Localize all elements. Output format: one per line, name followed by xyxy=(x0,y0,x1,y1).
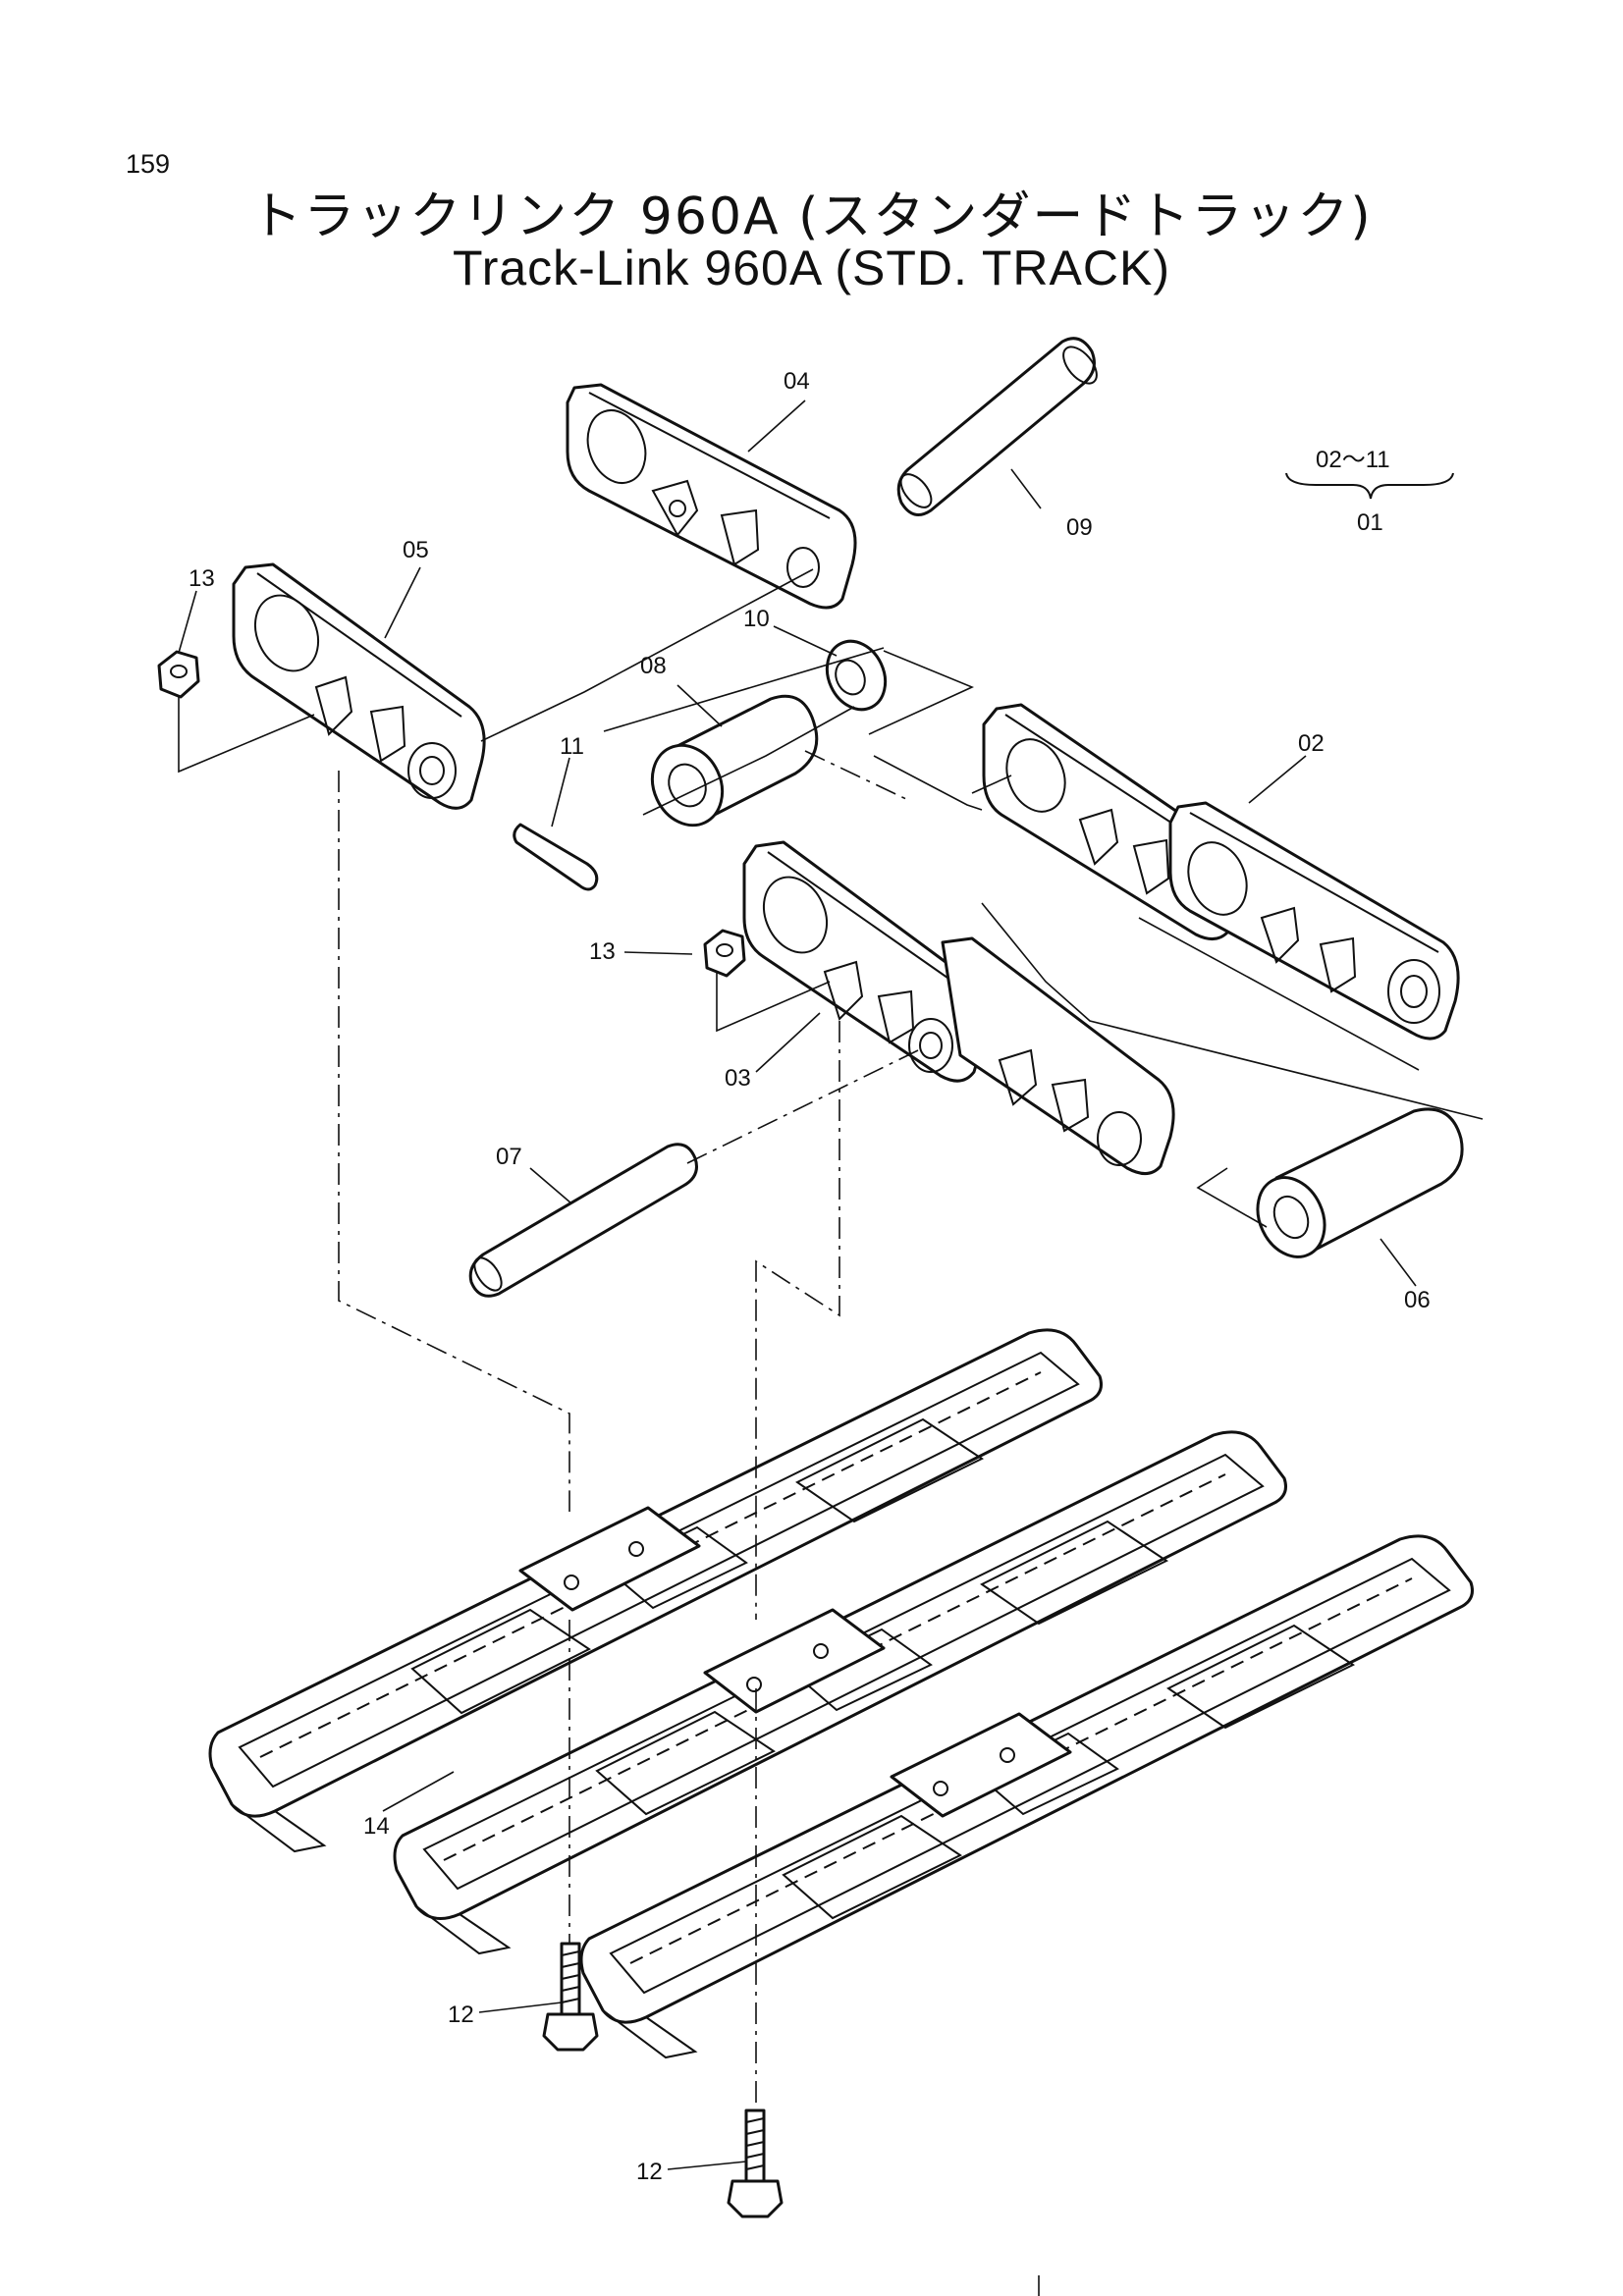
part-03-link xyxy=(742,840,1175,1175)
part-04-link xyxy=(566,383,857,610)
callout-04: 04 xyxy=(784,368,810,395)
callout-11: 11 xyxy=(560,733,584,760)
part-12-bolt-left xyxy=(542,1942,599,2052)
callout-14: 14 xyxy=(363,1813,390,1840)
part-14-track-shoes xyxy=(208,1328,1474,2059)
part-08-bushing xyxy=(650,694,819,828)
title-japanese: トラックリンク 960A (スタンダードトラック) xyxy=(250,187,1373,246)
part-06-bushing xyxy=(1256,1107,1464,1258)
part-12-bolt-right xyxy=(727,2109,784,2218)
part-13-nut-upper xyxy=(157,650,200,699)
part-11-cotter xyxy=(513,823,599,891)
callout-12-right: 12 xyxy=(636,2159,663,2185)
callout-08: 08 xyxy=(640,653,667,679)
callout-03: 03 xyxy=(725,1065,751,1092)
part-10-seal xyxy=(825,639,888,712)
callout-13-lower: 13 xyxy=(589,938,616,965)
assembly-lines xyxy=(178,568,1484,2110)
assembly-bracket: 02〜11 01 xyxy=(1285,447,1454,536)
part-13-nut-lower xyxy=(703,929,746,978)
part-02-link-assembly xyxy=(982,703,1460,1041)
part-09-pin xyxy=(896,337,1098,516)
callout-09: 09 xyxy=(1066,514,1093,541)
assembly-parent-label: 01 xyxy=(1357,509,1383,536)
page-number: 159 xyxy=(126,149,171,179)
title-english: Track-Link 960A (STD. TRACK) xyxy=(453,240,1170,295)
callout-02: 02 xyxy=(1298,730,1325,757)
callout-06: 06 xyxy=(1404,1287,1431,1313)
callout-07: 07 xyxy=(496,1144,522,1170)
part-07-pin xyxy=(468,1143,698,1298)
part-05-link xyxy=(232,562,486,810)
callout-13-upper: 13 xyxy=(189,565,215,592)
callout-10: 10 xyxy=(743,606,770,632)
callout-12-left: 12 xyxy=(448,2002,474,2028)
callout-leaders xyxy=(178,400,1417,2170)
assembly-range-label: 02〜11 xyxy=(1316,447,1390,473)
callout-05: 05 xyxy=(403,537,429,563)
